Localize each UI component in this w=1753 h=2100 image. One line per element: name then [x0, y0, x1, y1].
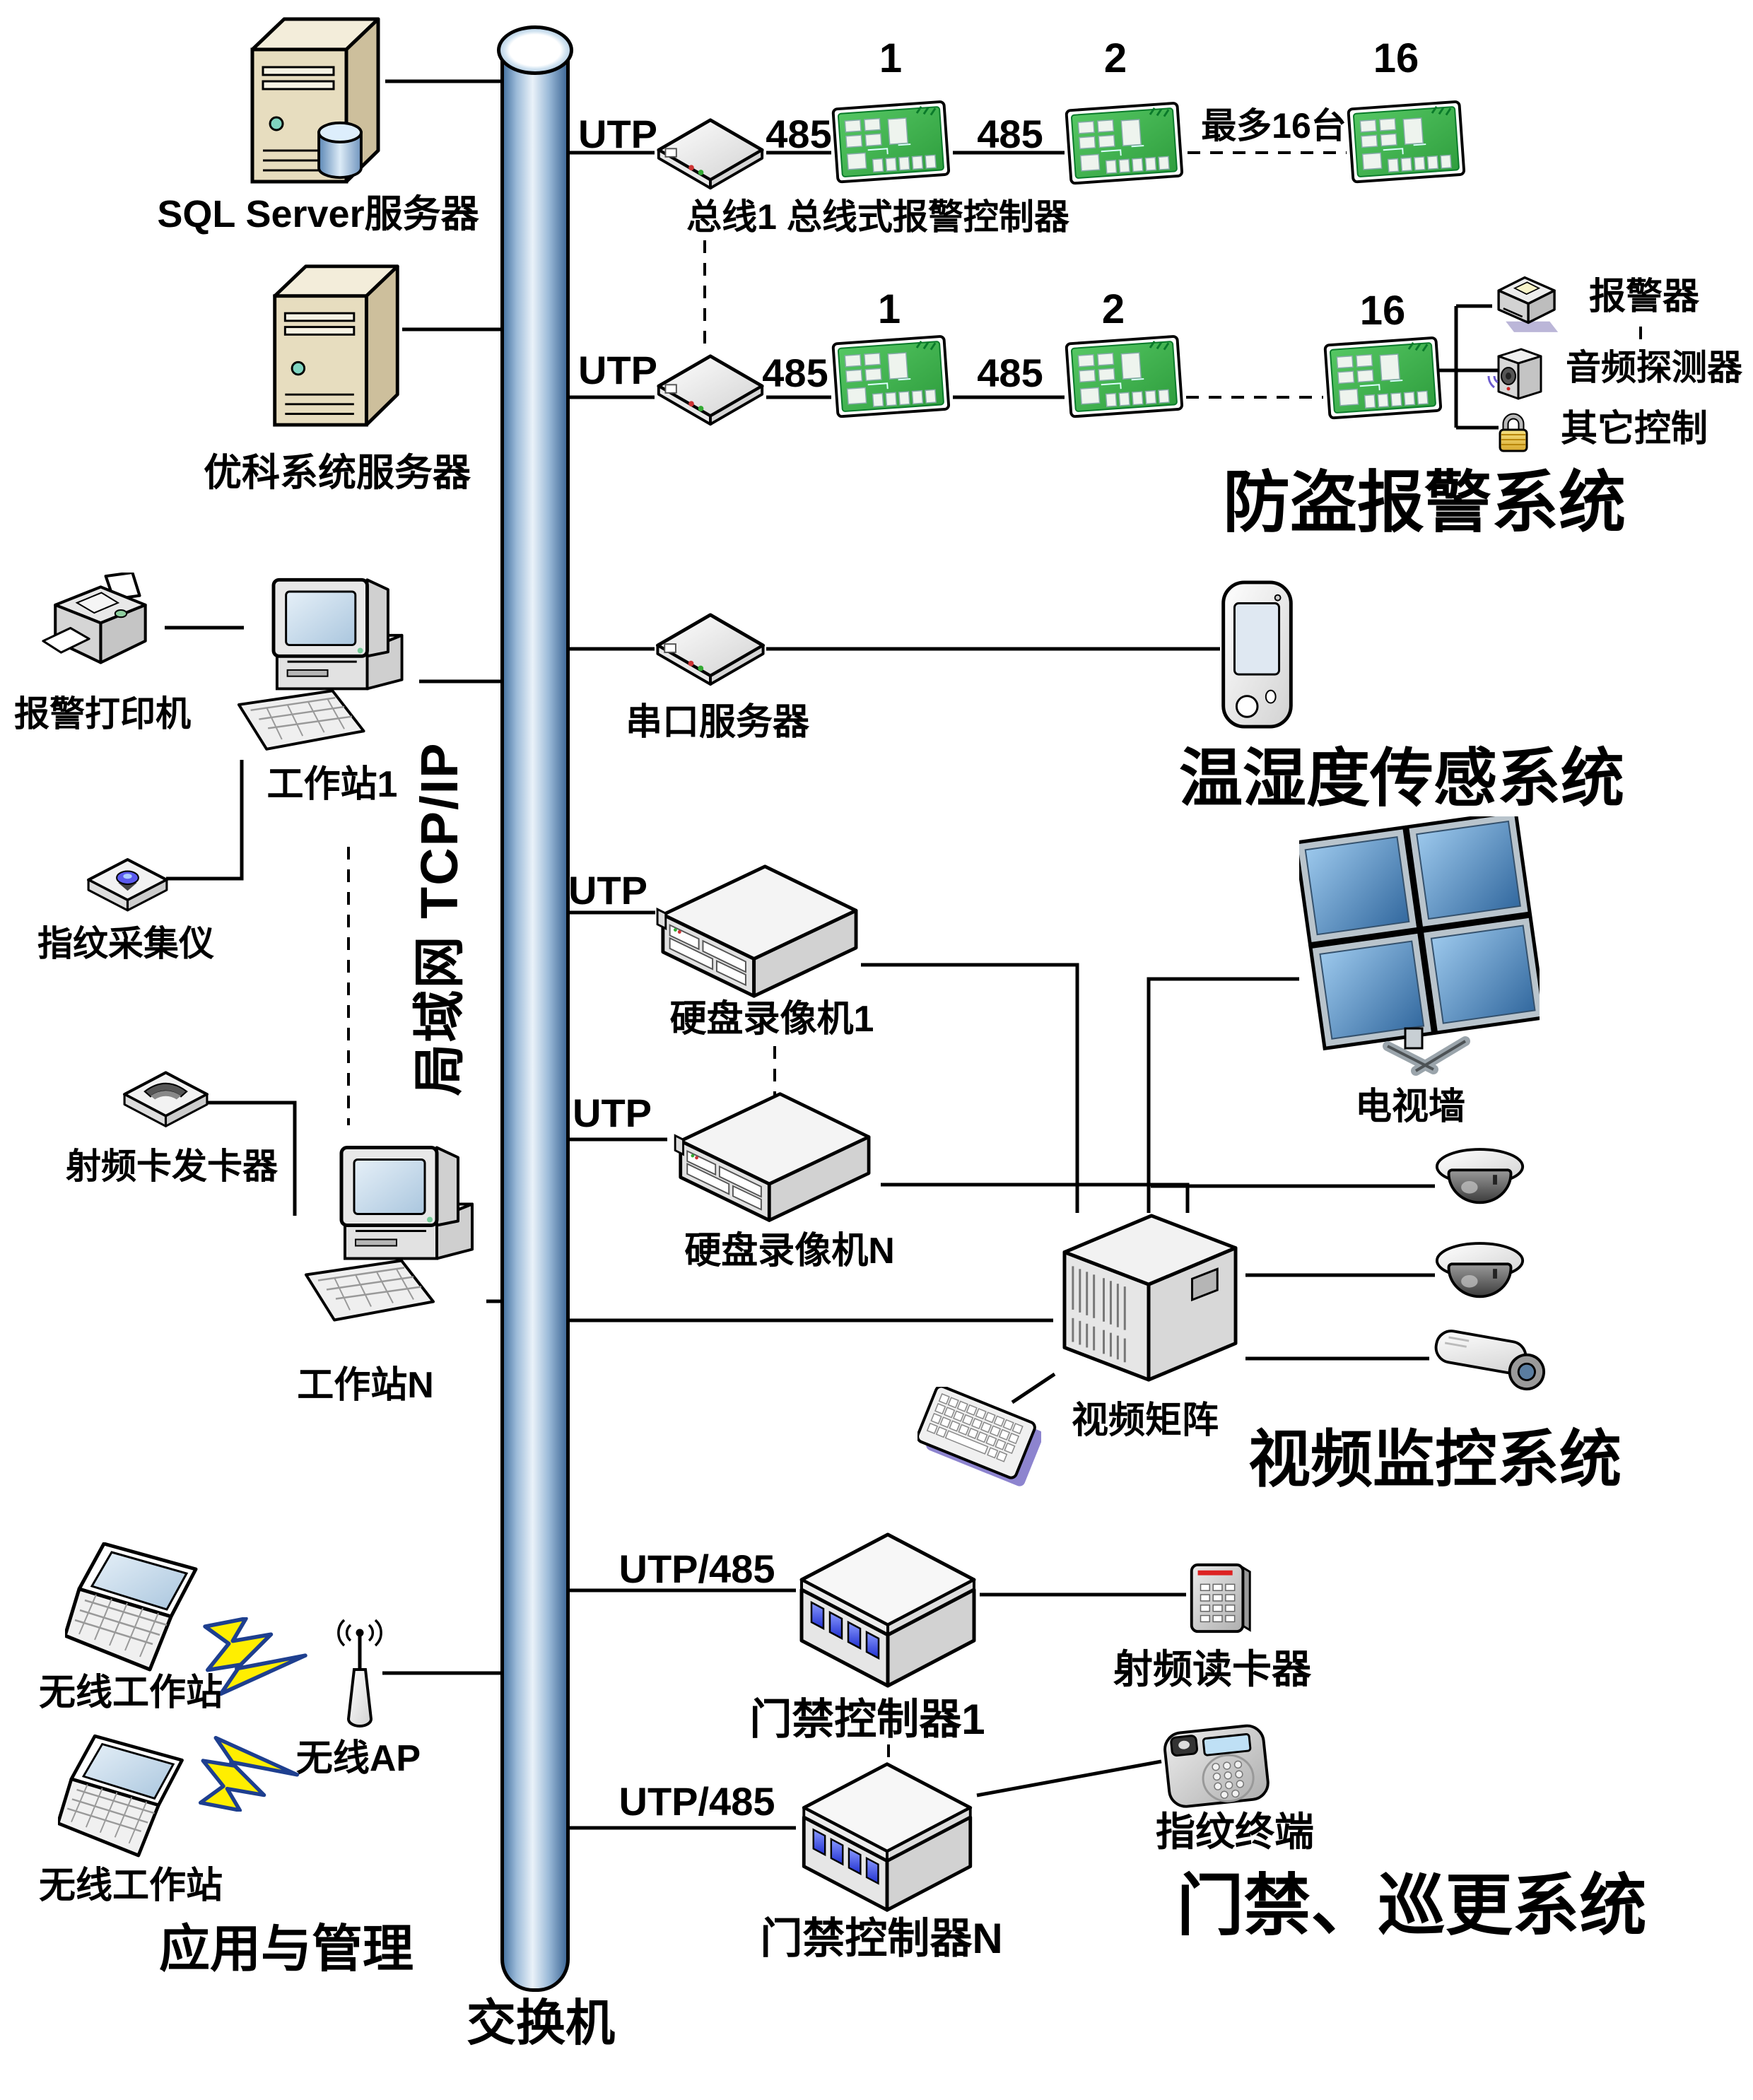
fingerprint-terminal-icon — [1161, 1723, 1273, 1811]
wireless-ap-icon — [335, 1619, 385, 1735]
sql-server-label: SQL Server服务器 — [157, 193, 479, 235]
workstation1-label: 工作站1 — [266, 764, 398, 805]
card-reader-icon — [1186, 1561, 1255, 1637]
wireless-laptop2-icon — [58, 1733, 189, 1860]
tv-wall-icon — [1299, 816, 1540, 1096]
utp-label-dvrN: UTP — [573, 1091, 652, 1135]
alarm-board-r2-2-icon — [1065, 335, 1186, 420]
dvrN-label: 硬盘录像机N — [684, 1231, 895, 1272]
dvr1-icon — [654, 861, 862, 1002]
485-label-r1b: 485 — [977, 112, 1043, 156]
485-label-r2b: 485 — [977, 351, 1043, 395]
dvrN-icon — [667, 1089, 879, 1226]
board-number-r2-2: 2 — [1101, 286, 1125, 332]
alarm-board-r2-1-icon — [831, 335, 953, 420]
utp485-label-1: UTP/485 — [618, 1547, 775, 1591]
lock-icon — [1496, 409, 1531, 454]
controllerN-label: 门禁控制器N — [760, 1915, 1003, 1962]
bus1-controller-label: 总线1 总线式报警控制器 — [686, 197, 1069, 237]
board-number-r2-1: 1 — [877, 286, 901, 332]
max16-label: 最多16台 — [1201, 106, 1347, 146]
lightning-bolt2-icon — [197, 1735, 301, 1812]
tv-wall-label: 电视墙 — [1354, 1086, 1466, 1127]
access-controllerN-icon — [796, 1759, 978, 1916]
board-number-r1-16: 16 — [1373, 35, 1419, 81]
workstationN-label: 工作站N — [297, 1365, 434, 1406]
utp-label-dvr1: UTP — [568, 868, 647, 913]
alarm-printer-icon — [37, 573, 168, 684]
access-system-title: 门禁、巡更系统 — [1176, 1868, 1647, 1944]
video-matrix-icon — [1053, 1212, 1245, 1387]
bus1-converter-icon — [655, 117, 766, 191]
board-number-r1-2: 2 — [1103, 35, 1127, 81]
alarm-bell-label: 报警器 — [1588, 276, 1700, 317]
serial-server-icon — [655, 612, 766, 687]
fingerprint-terminal-label: 指纹终端 — [1156, 1809, 1314, 1854]
utp485-label-2: UTP/485 — [618, 1779, 775, 1824]
wireless-laptop1-icon — [65, 1542, 203, 1673]
temp-system-title: 温湿度传感系统 — [1179, 744, 1624, 814]
lan-pipe-top-icon — [497, 25, 573, 75]
wireless-ws2-label: 无线工作站 — [38, 1865, 223, 1906]
card-issuer-label: 射频卡发卡器 — [66, 1146, 278, 1186]
serial-server-label: 串口服务器 — [625, 702, 810, 743]
card-issuer-icon — [122, 1069, 210, 1136]
video-system-title: 视频监控系统 — [1248, 1424, 1622, 1494]
alarm-board-r1-2-icon — [1065, 102, 1186, 187]
board-number-r2-16: 16 — [1359, 288, 1406, 334]
workstation1-icon — [235, 573, 423, 760]
youke-server-label: 优科系统服务器 — [204, 452, 471, 494]
lan-label: 局域网 TCP/IP — [410, 741, 469, 1096]
bullet-camera-icon — [1429, 1326, 1555, 1391]
alarm-system-title: 防盗报警系统 — [1222, 465, 1626, 541]
pda-sensor-icon — [1220, 580, 1294, 729]
dome-camera1-icon — [1434, 1147, 1527, 1215]
video-matrix-label: 视频矩阵 — [1071, 1400, 1219, 1441]
alarm-board-r1-1-icon — [831, 100, 953, 185]
audio-detector-label: 音频探测器 — [1566, 348, 1742, 387]
other-control-label: 其它控制 — [1560, 409, 1708, 450]
utp-label-row2: UTP — [578, 348, 657, 392]
audio-detector-icon — [1486, 348, 1546, 401]
switch-label: 交换机 — [467, 1995, 615, 2051]
utp-label-row1: UTP — [578, 112, 657, 156]
alarm-printer-label: 报警打印机 — [14, 694, 191, 734]
fingerprint-collector-label: 指纹采集仪 — [37, 924, 214, 963]
bus2-converter-icon — [655, 353, 766, 427]
alarm-board-r2-16-icon — [1323, 336, 1445, 421]
wireless-ap-label: 无线AP — [295, 1738, 421, 1779]
controller1-label: 门禁控制器1 — [749, 1696, 985, 1743]
alarm-board-r1-16-icon — [1347, 100, 1468, 185]
wireless-ws1-label: 无线工作站 — [38, 1672, 223, 1713]
apps-management-label: 应用与管理 — [158, 1921, 414, 1978]
access-controller1-icon — [796, 1529, 980, 1691]
485-label-r1a: 485 — [766, 112, 832, 156]
485-label-r2a: 485 — [762, 351, 828, 395]
board-number-r1-1: 1 — [879, 35, 903, 81]
dome-camera2-icon — [1434, 1241, 1527, 1309]
fingerprint-collector-icon — [86, 857, 170, 913]
database-cylinder-icon — [315, 120, 365, 180]
control-keyboard-icon — [917, 1387, 1041, 1493]
workstationN-icon — [303, 1139, 493, 1332]
youke-server-icon — [266, 256, 404, 433]
alarm-bell-icon — [1488, 272, 1562, 336]
lan-backbone-pipe — [500, 42, 570, 1992]
card-reader-label: 射频读卡器 — [1113, 1647, 1311, 1691]
dvr1-label: 硬盘录像机1 — [669, 999, 874, 1040]
